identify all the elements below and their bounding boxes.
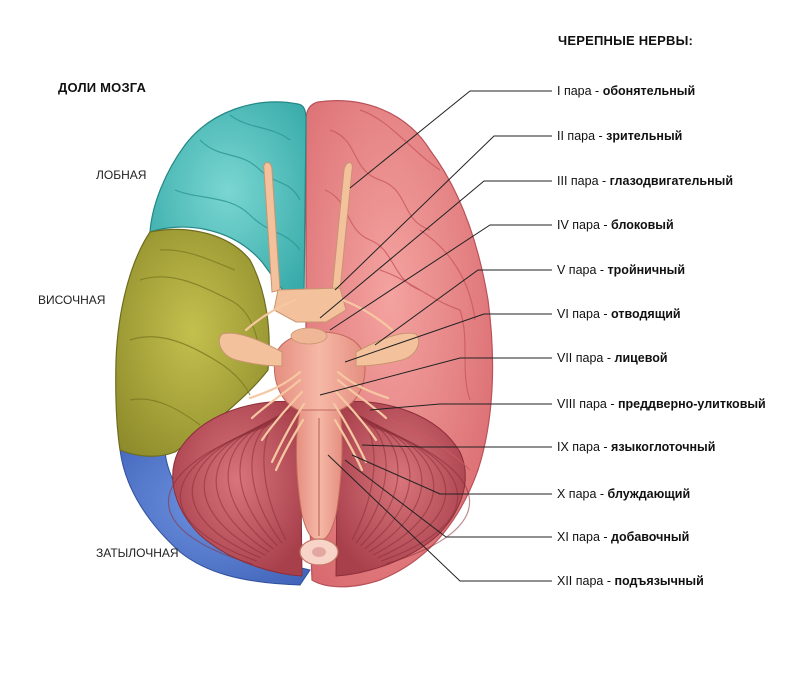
nerve-label: XII пара - подъязычный <box>557 574 704 588</box>
gyrus-fold <box>129 336 251 396</box>
nerve-label: VIII пара - преддверно-улитковый <box>557 397 766 411</box>
nerve-label: V пара - тройничный <box>557 263 686 277</box>
nerve-label: III пара - глазодвигательный <box>557 174 734 188</box>
leader-line <box>349 90 552 189</box>
leader-line <box>361 444 552 448</box>
cerebellar-folium <box>168 425 268 565</box>
leader-line <box>327 454 552 582</box>
nerve-label: I пара - обонятельный <box>557 84 696 98</box>
gyrus-fold <box>229 114 291 141</box>
olfactory-tract-right <box>331 162 353 293</box>
leader-lines <box>319 90 552 582</box>
gyrus-fold <box>199 139 301 201</box>
nerve-fibre <box>334 390 378 442</box>
lobe-label-frontal: ЛОБНАЯ <box>96 168 147 182</box>
nerve-label: X пара - блуждающий <box>557 487 691 501</box>
nerve-fibre <box>336 370 390 400</box>
leader-line <box>319 357 552 396</box>
nerve-label: VII пара - лицевой <box>557 351 668 365</box>
nerve-fibre <box>332 402 368 464</box>
nerve-label: IX пара - языкоглоточный <box>557 440 716 454</box>
nerve-label: IV пара - блоковый <box>557 218 674 232</box>
leader-line <box>374 269 552 346</box>
olfactory-tract-left <box>263 162 281 293</box>
gyrus-fold <box>139 276 261 351</box>
leader-line <box>319 180 552 319</box>
leader-line <box>329 224 552 331</box>
cerebellum-left <box>172 400 303 577</box>
nerve-fibre <box>333 418 364 472</box>
nerve-fibre <box>248 370 302 400</box>
gyrus-fold <box>174 189 301 251</box>
gyrus-fold <box>159 249 236 271</box>
lobe-label-temporal: ВИСОЧНАЯ <box>38 293 106 307</box>
trigeminal-root-right <box>355 332 420 367</box>
trigeminal-root-left <box>218 332 283 367</box>
leader-line <box>334 135 552 291</box>
nerve-fibre <box>270 402 306 464</box>
gyrus-fold <box>129 398 201 426</box>
gyrus-fold <box>359 109 441 171</box>
pons <box>273 331 366 415</box>
nerve-fibre <box>341 298 394 332</box>
nerve-fibre <box>260 390 304 442</box>
nerve-fibre <box>244 298 297 332</box>
gyrus-fold <box>329 129 431 231</box>
nerve-label: XI пара - добавочный <box>557 530 690 544</box>
lobes-heading: ДОЛИ МОЗГА <box>58 80 147 95</box>
nerve-fibre <box>274 418 305 472</box>
nerve-label: II пара - зрительный <box>557 129 683 143</box>
gyrus-fold <box>419 229 476 321</box>
nerve-fibre <box>250 378 302 420</box>
leader-line <box>351 454 552 495</box>
leader-line <box>344 459 552 538</box>
nerve-fibre <box>336 378 388 420</box>
nerve-label: VI пара - отводящий <box>557 307 681 321</box>
nerve-fibres <box>244 298 394 472</box>
gyrus-fold <box>389 419 471 471</box>
lobe-label-occipital: ЗАТЫЛОЧНАЯ <box>96 546 179 560</box>
mammillary-region <box>290 327 328 345</box>
leader-line <box>344 313 552 363</box>
leader-line <box>369 403 552 411</box>
spinal-cord-grey-matter <box>312 547 326 557</box>
nerves-heading: ЧЕРЕПНЫЕ НЕРВЫ: <box>558 33 694 48</box>
